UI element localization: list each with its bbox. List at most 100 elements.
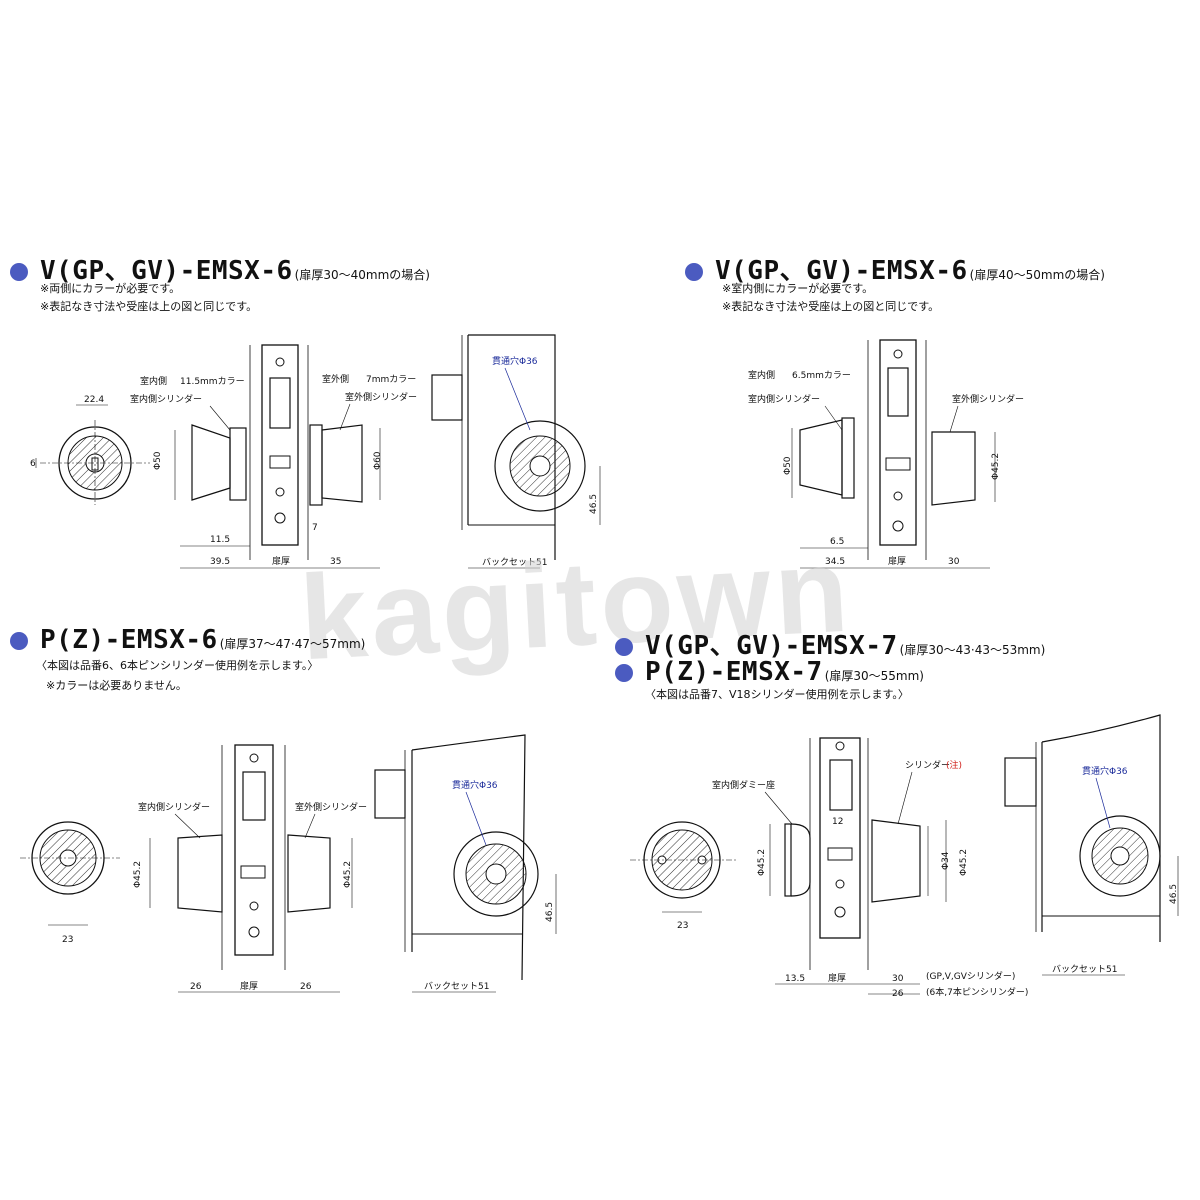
panel4-backset: バックセット51 bbox=[1052, 964, 1117, 975]
panel4-dia-in: Φ45.2 bbox=[757, 849, 767, 876]
panel4-diagram: 23 Φ45.2 室内側ダミー座 12 Φ34 Φ45.2 シリンダー (注) … bbox=[630, 714, 1179, 999]
panel3-dim-23: 23 bbox=[62, 935, 73, 945]
panel4-model: V(GP、GV)-EMSX-7 bbox=[645, 631, 898, 661]
panel1-dim-door: 扉厚 bbox=[272, 555, 290, 567]
panel1-dim-b2: 39.5 bbox=[210, 557, 230, 567]
panel1-dia-in: Φ50 bbox=[153, 451, 163, 470]
panel1-indoor-cylinder bbox=[174, 424, 247, 501]
panel1-label-outdoor: 室外側 bbox=[322, 373, 349, 385]
panel1-thickness: (扉厚30～40mmの場合) bbox=[294, 268, 430, 282]
bullet-icon bbox=[10, 263, 28, 281]
panel3-backset: バックセット51 bbox=[424, 981, 489, 992]
panel4-cylinder bbox=[871, 819, 947, 903]
panel1-note1: ※両側にカラーが必要です。 bbox=[40, 282, 181, 295]
panel4-side-view bbox=[1004, 714, 1179, 976]
panel3-dim-door: 扉厚 bbox=[240, 980, 258, 992]
panel4-dim-23: 23 bbox=[677, 921, 688, 931]
panel1-side-view bbox=[431, 334, 601, 569]
panel2-lock-case bbox=[867, 339, 927, 560]
panel3-dia-out: Φ45.2 bbox=[343, 861, 353, 888]
panel1-dim-b4: 7 bbox=[312, 523, 318, 533]
panel3-outdoor-cylinder bbox=[287, 834, 353, 913]
panel4-indoor-dummy bbox=[769, 823, 811, 897]
bullet-icon bbox=[615, 638, 633, 656]
panel1-through-hole: 貫通穴Φ36 bbox=[492, 355, 538, 367]
panel2-indoor-cylinder bbox=[791, 417, 855, 499]
panel4-thickness: (扉厚30～43·43～53mm) bbox=[899, 643, 1046, 657]
panel4-dim-door: 扉厚 bbox=[828, 972, 846, 984]
panel3-cylinder-front bbox=[20, 821, 120, 926]
panel3-side-view bbox=[374, 734, 557, 993]
panel3-dim-h: 46.5 bbox=[545, 902, 555, 922]
panel3-title: P(Z)-EMSX-6 (扉厚37～47·47～57mm) bbox=[10, 625, 365, 655]
panel1-title: V(GP、GV)-EMSX-6 (扉厚30～40mmの場合) bbox=[10, 250, 430, 287]
panel2-thickness: (扉厚40～50mmの場合) bbox=[969, 268, 1105, 282]
panel3-model: P(Z)-EMSX-6 bbox=[40, 625, 218, 655]
panel2-diagram: Φ50 室内側 6.5mmカラー 室内側シリンダー Φ45.2 室外側シリンダー… bbox=[748, 339, 1024, 569]
panel3-through-hole: 貫通穴Φ36 bbox=[452, 779, 498, 791]
bullet-icon bbox=[685, 263, 703, 281]
panel4-dim-b1: 13.5 bbox=[785, 974, 805, 984]
panel4-thickness2: (扉厚30～55mm) bbox=[824, 669, 924, 683]
panel2-label-indoor: 室内側 bbox=[748, 369, 775, 381]
panel4-gp-note: (GP,V,GVシリンダー) bbox=[926, 970, 1015, 982]
panel2-label-indoor-collar: 6.5mmカラー bbox=[792, 370, 851, 381]
bullet-icon bbox=[615, 664, 633, 682]
panel1-dia-out: Φ60 bbox=[373, 451, 383, 470]
panel2-label-indoor-cyl: 室内側シリンダー bbox=[748, 393, 820, 405]
panel3-dim-b3: 26 bbox=[300, 982, 312, 992]
panel2-dim-b2: 34.5 bbox=[825, 557, 845, 567]
panel1-dim-b1: 11.5 bbox=[210, 535, 230, 545]
panel3-dia-in: Φ45.2 bbox=[133, 861, 143, 888]
panel1-label-indoor: 室内側 bbox=[140, 375, 167, 387]
panel2-note2: ※表記なき寸法や受座は上の図と同じです。 bbox=[722, 300, 940, 313]
panel3-lock-case bbox=[221, 744, 286, 970]
panel3-dim-b1: 26 bbox=[190, 982, 202, 992]
panel2-label-outdoor-cyl: 室外側シリンダー bbox=[952, 393, 1024, 405]
panel1-label-outdoor-cyl: 室外側シリンダー bbox=[345, 391, 417, 403]
panel2-outdoor-cylinder bbox=[931, 431, 996, 506]
panel1-dim-b3: 35 bbox=[330, 557, 341, 567]
panel2-note1: ※室内側にカラーが必要です。 bbox=[722, 282, 874, 295]
panel2-dim-door: 扉厚 bbox=[888, 555, 906, 567]
panel1-backset: バックセット51 bbox=[482, 557, 547, 568]
panel1-diagram: 22.4 6 Φ50 室内側 11.5mmカラー 室内側シリンダー Φ60 室外… bbox=[30, 334, 601, 569]
panel3-label-outdoor-cyl: 室外側シリンダー bbox=[295, 801, 367, 813]
panel4-dim-b3a: 30 bbox=[892, 974, 904, 984]
panel3-indoor-cylinder bbox=[149, 834, 223, 913]
panel4-label-cylinder: シリンダー bbox=[905, 759, 950, 771]
panel4-dim-b3b: 26 bbox=[892, 989, 904, 999]
panel1-label-indoor-collar: 11.5mmカラー bbox=[180, 376, 245, 387]
panel4-note1: 〈本図は品番7、V18シリンダー使用例を示します。〉 bbox=[645, 688, 909, 701]
panel4-title: V(GP、GV)-EMSX-7 (扉厚30～43·43～53mm) bbox=[615, 625, 1045, 662]
panel4-lock-case bbox=[809, 737, 869, 970]
panel2-title: V(GP、GV)-EMSX-6 (扉厚40～50mmの場合) bbox=[685, 250, 1105, 287]
panel4-dia-out1: Φ34 bbox=[941, 851, 951, 870]
panel1-cylinder-front bbox=[35, 404, 150, 505]
panel1-label-indoor-cyl: 室内側シリンダー bbox=[130, 393, 202, 405]
panel4-dia-out2: Φ45.2 bbox=[959, 849, 969, 876]
panel1-lock-case bbox=[249, 344, 309, 560]
panel4-title2: P(Z)-EMSX-7 (扉厚30～55mm) bbox=[615, 657, 924, 687]
panel4-label-cyl-note: (注) bbox=[946, 759, 962, 771]
panel1-dim-224: 22.4 bbox=[84, 395, 104, 405]
panel1-model: V(GP、GV)-EMSX-6 bbox=[40, 256, 293, 286]
panel2-dia-out: Φ45.2 bbox=[991, 453, 1001, 480]
panel4-pin-note: (6本,7本ピンシリンダー) bbox=[926, 986, 1028, 998]
panel3-diagram: 23 Φ45.2 室内側シリンダー Φ45.2 室外側シリンダー 26 扉厚 2… bbox=[20, 734, 557, 993]
bullet-icon bbox=[10, 632, 28, 650]
panel4-dummy-front bbox=[630, 821, 738, 913]
panel3-label-indoor-cyl: 室内側シリンダー bbox=[138, 801, 210, 813]
panel4-model2: P(Z)-EMSX-7 bbox=[645, 657, 823, 687]
panel1-outdoor-cylinder bbox=[309, 424, 381, 506]
panel4-through-hole: 貫通穴Φ36 bbox=[1082, 765, 1128, 777]
panel2-dim-b1: 6.5 bbox=[830, 537, 844, 547]
panel4-dim-12: 12 bbox=[832, 817, 843, 827]
panel3-note1: 〈本図は品番6、6本ピンシリンダー使用例を示します。〉 bbox=[36, 659, 319, 672]
panel1-dim-h: 46.5 bbox=[589, 494, 599, 514]
panel4-label-indoor-dummy: 室内側ダミー座 bbox=[712, 779, 775, 791]
panel4-dim-h: 46.5 bbox=[1169, 884, 1179, 904]
panel1-dim-6: 6 bbox=[30, 459, 36, 469]
panel2-model: V(GP、GV)-EMSX-6 bbox=[715, 256, 968, 286]
panel2-dia-in: Φ50 bbox=[783, 456, 793, 475]
